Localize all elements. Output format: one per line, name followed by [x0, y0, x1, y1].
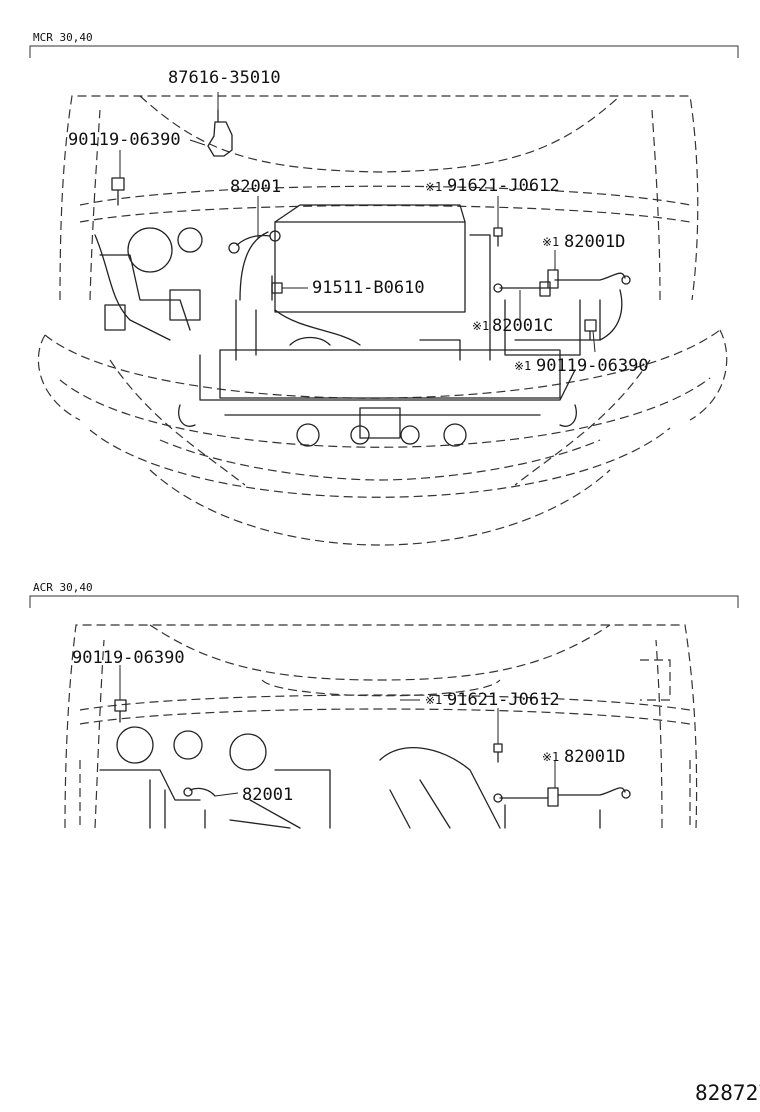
leader-lines-mcr	[119, 92, 596, 353]
note-mark: ※1	[542, 235, 559, 249]
part-cable-82001-acr	[183, 787, 216, 797]
label-91511-b0610: 91511-B0610	[312, 278, 425, 298]
figure-number: 828727	[695, 1081, 760, 1105]
section-title-acr: ACR 30,40	[33, 581, 93, 594]
part-cable-82001d-acr	[493, 787, 631, 807]
part-clip-87616	[207, 109, 233, 157]
part-bolt-90119-b	[584, 319, 597, 341]
leader-lines-acr	[119, 665, 556, 797]
section-bracket-mcr	[29, 45, 739, 58]
section-title-mcr: MCR 30,40	[33, 31, 93, 44]
note-mark: ※1	[472, 319, 489, 333]
part-bolt-91621	[493, 227, 503, 247]
part-cable-82001	[228, 230, 281, 254]
label-82001-acr: 82001	[242, 785, 293, 805]
label-82001d-acr: 82001D	[564, 747, 625, 767]
part-cable-82001d	[547, 269, 631, 289]
label-90119-06390-a: 90119-06390	[68, 130, 181, 150]
label-82001: 82001	[230, 177, 281, 197]
note-mark: ※1	[425, 180, 442, 194]
part-cable-82001c	[493, 281, 551, 297]
note-mark: ※1	[425, 693, 442, 707]
label-82001d: 82001D	[564, 232, 625, 252]
label-90119-06390-b: 90119-06390	[536, 356, 649, 376]
vehicle-outline-mcr	[37, 95, 728, 546]
label-90119-06390-acr: 90119-06390	[72, 648, 185, 668]
engine-bay-mcr	[94, 204, 623, 447]
note-mark: ※1	[542, 750, 559, 764]
label-82001c: 82001C	[492, 316, 553, 336]
part-bolt-90119-a	[111, 177, 125, 206]
label-91621-j0612: 91621-J0612	[447, 176, 560, 196]
engine-bay-acr	[99, 726, 601, 829]
section-bracket-acr	[29, 595, 739, 608]
part-bolt-91621-acr	[493, 743, 503, 763]
vehicle-outline-acr	[64, 624, 698, 829]
label-91621-j0612-acr: 91621-J0612	[447, 690, 560, 710]
part-bolt-91511	[271, 275, 283, 301]
label-87616-35010: 87616-35010	[168, 68, 281, 88]
section-acr: ACR 30,40	[29, 581, 739, 829]
note-mark: ※1	[514, 359, 531, 373]
section-mcr: MCR 30,40	[29, 31, 739, 546]
